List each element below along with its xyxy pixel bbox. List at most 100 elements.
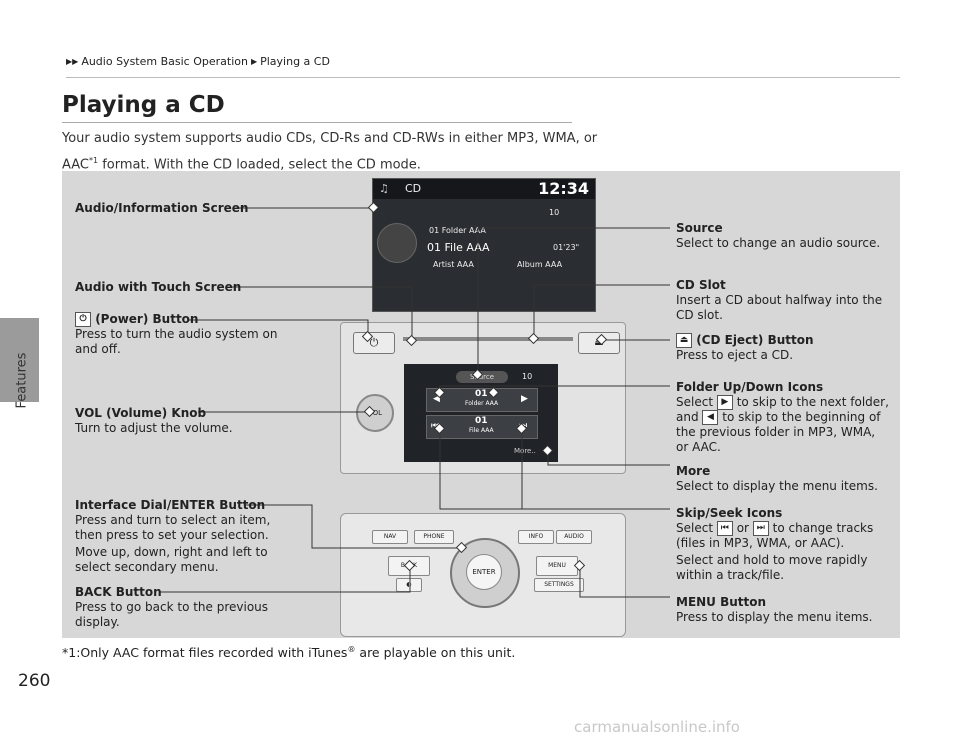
label-title: Source xyxy=(676,221,723,235)
label-desc: Select to change an audio source. xyxy=(676,236,881,250)
page-title: Playing a CD xyxy=(62,92,225,118)
breadcrumb-arrow-icon: ▶▶ xyxy=(66,57,79,66)
settings-button[interactable]: SETTINGS xyxy=(534,578,584,592)
file-bar: ⏮ 01 File AAA ⏭ xyxy=(426,415,538,439)
screen-volume: 10 xyxy=(549,208,560,217)
touch-volume: 10 xyxy=(522,372,533,381)
label-title: BACK Button xyxy=(75,585,162,599)
title-rule xyxy=(62,122,572,123)
screen-folder: 01 Folder AAA xyxy=(429,226,486,235)
watermark: carmanualsonline.info xyxy=(574,718,740,736)
file-number: 01 xyxy=(475,416,488,426)
label-power: ⏻ (Power) Button Press to turn the audio… xyxy=(75,312,285,357)
volume-knob[interactable]: VOL xyxy=(356,394,394,432)
label-source: Source Select to change an audio source. xyxy=(676,221,891,251)
music-note-icon: ♫ xyxy=(379,182,389,195)
skip-back-icon: ⏮ xyxy=(716,521,733,536)
phone-button[interactable]: PHONE xyxy=(414,530,454,544)
label-audio-touch-screen: Audio with Touch Screen xyxy=(75,280,241,295)
menu-button[interactable]: MENU xyxy=(536,556,578,576)
day-night-icon: ◐ xyxy=(406,581,412,588)
label-title: CD Slot xyxy=(676,278,726,292)
label-desc: Select to display the menu items. xyxy=(676,479,878,493)
folder-bar: ◀ 01 Folder AAA ▶ xyxy=(426,388,538,412)
label-audio-info-screen: Audio/Information Screen xyxy=(75,201,248,216)
label-vol: VOL (Volume) Knob Turn to adjust the vol… xyxy=(75,406,275,436)
header-rule xyxy=(66,77,900,78)
label-title: Skip/Seek Icons xyxy=(676,506,783,520)
screen-time: 01'23" xyxy=(553,243,580,252)
label-desc: to skip to the beginning of the previous… xyxy=(676,410,881,454)
eject-icon: ⏏ xyxy=(676,333,692,348)
footnote-pre: *1:Only AAC format files recorded with i… xyxy=(62,645,348,661)
label-desc: Press to go back to the previous display… xyxy=(75,600,269,629)
skip-back-icon[interactable]: ⏮ xyxy=(431,421,440,431)
label-desc: or xyxy=(736,521,749,535)
label-title: Audio/Information Screen xyxy=(75,201,249,215)
page-number: 260 xyxy=(18,671,51,691)
audio-information-screen: ♫ CD 12:34 10 01 Folder AAA 01 File AAA … xyxy=(372,178,596,312)
skip-forward-icon: ⏭ xyxy=(752,521,769,536)
breadcrumb-item[interactable]: Audio System Basic Operation xyxy=(81,55,248,68)
audio-button[interactable]: AUDIO xyxy=(556,530,592,544)
label-title: MENU Button xyxy=(676,595,767,609)
screen-mode: CD xyxy=(405,182,422,195)
label-desc: Press to display the menu items. xyxy=(676,610,873,624)
folder-down-icon[interactable]: ◀ xyxy=(433,394,440,404)
label-back: BACK Button Press to go back to the prev… xyxy=(75,585,275,630)
intro-paragraph: Your audio system supports audio CDs, CD… xyxy=(62,128,602,176)
intro-line-2-pre: AAC xyxy=(62,157,89,173)
label-dial: Interface Dial/ENTER Button Press and tu… xyxy=(75,498,285,575)
breadcrumb: ▶▶ Audio System Basic Operation ▶ Playin… xyxy=(66,55,330,68)
screen-album: Album AAA xyxy=(517,260,563,269)
screen-header xyxy=(373,179,595,199)
label-desc: Select and hold to move rapidly within a… xyxy=(676,553,868,582)
power-icon: ⏻ xyxy=(75,312,91,327)
disc-icon xyxy=(377,223,417,263)
folder-name: Folder AAA xyxy=(465,400,499,407)
label-desc: Turn to adjust the volume. xyxy=(75,421,233,435)
intro-line-1: Your audio system supports audio CDs, CD… xyxy=(62,131,598,146)
label-title: (CD Eject) Button xyxy=(696,333,814,347)
breadcrumb-item[interactable]: Playing a CD xyxy=(260,55,330,68)
screen-artist: Artist AAA xyxy=(433,260,474,269)
enter-button[interactable]: ENTER xyxy=(466,554,502,590)
label-more: More Select to display the menu items. xyxy=(676,464,891,494)
label-title: Audio with Touch Screen xyxy=(75,280,242,294)
label-title: Folder Up/Down Icons xyxy=(676,380,824,394)
file-name: File AAA xyxy=(469,427,494,434)
label-desc: to change tracks (files in MP3, WMA, or … xyxy=(676,521,874,550)
nav-button[interactable]: NAV xyxy=(372,530,408,544)
folder-up-icon[interactable]: ▶ xyxy=(521,394,528,404)
label-eject: ⏏ (CD Eject) Button Press to eject a CD. xyxy=(676,333,891,363)
source-button[interactable]: Source xyxy=(456,371,508,383)
more-button[interactable]: More.. xyxy=(514,447,536,455)
label-desc: and xyxy=(676,410,699,424)
label-cd-slot: CD Slot Insert a CD about halfway into t… xyxy=(676,278,891,323)
folder-up-icon: ▶ xyxy=(716,395,733,410)
label-desc: Press and turn to select an item, then p… xyxy=(75,513,271,542)
label-title: Interface Dial/ENTER Button xyxy=(75,498,266,512)
power-icon: ⏻ xyxy=(369,336,379,349)
label-desc: Select xyxy=(676,395,714,409)
label-title: (Power) Button xyxy=(95,312,199,326)
folder-down-icon: ◀ xyxy=(702,410,719,425)
label-folder: Folder Up/Down Icons Select ▶ to skip to… xyxy=(676,380,891,455)
label-desc: Move up, down, right and left to select … xyxy=(75,545,268,574)
label-title: VOL (Volume) Knob xyxy=(75,406,207,420)
info-button[interactable]: INFO xyxy=(518,530,554,544)
label-desc: Insert a CD about halfway into the CD sl… xyxy=(676,293,883,322)
cd-slot[interactable] xyxy=(403,337,573,341)
section-tab xyxy=(0,318,39,402)
label-title: More xyxy=(676,464,711,478)
label-desc: Press to eject a CD. xyxy=(676,348,794,362)
label-menu: MENU Button Press to display the menu it… xyxy=(676,595,891,625)
screen-file: 01 File AAA xyxy=(427,241,490,254)
label-skip: Skip/Seek Icons Select ⏮ or ⏭ to change … xyxy=(676,506,891,583)
breadcrumb-arrow-icon: ▶ xyxy=(250,57,258,66)
label-desc: Select xyxy=(676,521,714,535)
label-desc: to skip to the next folder, xyxy=(736,395,889,409)
label-desc: Press to turn the audio system on and of… xyxy=(75,327,278,356)
screen-clock: 12:34 xyxy=(538,179,589,198)
registered-mark: ® xyxy=(347,645,356,654)
